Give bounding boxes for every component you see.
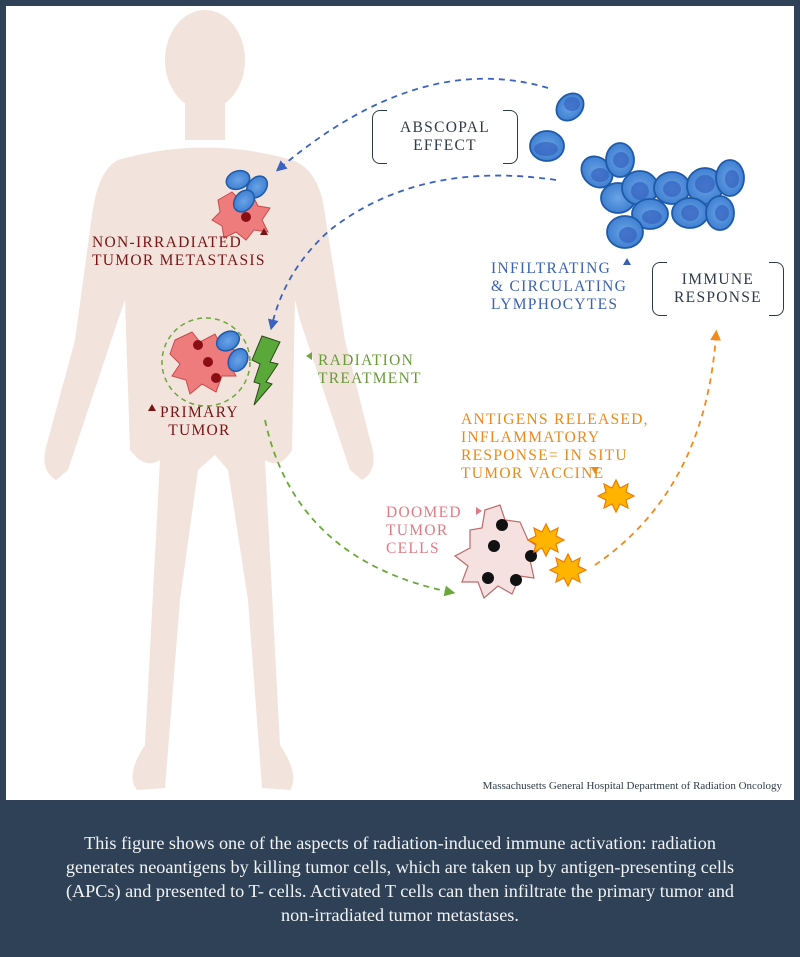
antigen-star-icons-part	[526, 522, 566, 558]
lymphocyte-nuclei-part	[715, 205, 729, 221]
caption-panel: This figure shows one of the aspects of …	[0, 800, 800, 957]
lymphocyte-nuclei-part	[642, 210, 662, 224]
label-pointer-icons-part	[148, 404, 156, 411]
doomed-tumor-cells-part	[496, 519, 508, 531]
lymphocytes-label: INFILTRATING & CIRCULATING LYMPHOCYTES	[491, 260, 628, 313]
primary-tumor-cluster-part	[193, 340, 203, 350]
label-pointer-icons-part	[306, 352, 312, 360]
credit-line: Massachusetts General Hospital Departmen…	[482, 780, 782, 792]
lymphocyte-nuclei-part	[564, 97, 580, 111]
radiation-treatment-label: RADIATION TREATMENT	[318, 352, 422, 387]
human-body-silhouette	[44, 10, 374, 790]
primary-tumor-cluster-part	[215, 330, 241, 352]
lymphocyte-nuclei-part	[695, 175, 715, 193]
metastasis-tumor-cluster-part	[232, 189, 256, 213]
label-pointer-icons-part	[260, 228, 268, 235]
doomed-tumor-cells	[453, 504, 541, 600]
abscopal-arrow-to-primary	[267, 174, 557, 331]
caption-text: This figure shows one of the aspects of …	[65, 832, 735, 925]
antigens-released-label: ANTIGENS RELEASED, INFLAMMATORY RESPONSE…	[461, 411, 649, 482]
lymphocyte-nuclei-part	[619, 227, 637, 243]
abscopal-effect-label: ABSCOPAL EFFECT	[400, 119, 490, 154]
radiation-effect-arrow	[264, 419, 456, 597]
lymphocyte-nuclei-part	[663, 181, 681, 197]
lymphocyte-nuclei-part	[725, 170, 739, 188]
metastasis-tumor-cluster	[211, 169, 271, 241]
torso-limbs	[44, 147, 374, 790]
metastasis-tumor-cluster-part	[225, 169, 251, 191]
diagram-canvas	[44, 10, 745, 790]
primary-tumor-cluster-part	[211, 373, 221, 383]
immune-response-box: IMMUNE RESPONSE	[652, 260, 784, 318]
primary-tumor-cluster-part	[161, 317, 251, 407]
lymphocyte-nuclei-part	[534, 142, 558, 156]
antigen-to-immune-arrow	[594, 329, 722, 566]
primary-tumor-cluster	[161, 317, 251, 407]
abscopal-arrow-to-metastasis	[275, 77, 549, 172]
diagram-figure: ABSCOPAL EFFECT IMMUNE RESPONSE NON-IRRA…	[6, 6, 794, 800]
antigen-star-icons-part	[596, 478, 636, 514]
immune-response-label: IMMUNE RESPONSE	[674, 271, 762, 306]
lymphocyte-cluster	[529, 92, 745, 249]
lymphocyte-nuclei-part	[631, 182, 649, 200]
neck	[185, 100, 225, 140]
lightning-bolt-icon	[251, 335, 281, 406]
label-pointer-icons-part	[476, 507, 482, 515]
doomed-tumor-cells-label: DOOMED TUMOR CELLS	[386, 504, 462, 557]
antigen-star-icons	[526, 478, 636, 588]
head	[165, 10, 245, 110]
non-irradiated-metastasis-label: NON-IRRADIATED TUMOR METASTASIS	[92, 234, 266, 269]
lymphocyte-nuclei-part	[681, 205, 699, 221]
doomed-tumor-cells-part	[488, 540, 500, 552]
doomed-tumor-cells-part	[482, 572, 494, 584]
label-pointer-icons-part	[591, 467, 599, 474]
metastasis-tumor-cluster-part	[241, 212, 251, 222]
primary-tumor-cluster-part	[227, 347, 249, 373]
abscopal-effect-box: ABSCOPAL EFFECT	[372, 108, 518, 166]
label-pointer-icons	[148, 228, 631, 515]
doomed-tumor-cells-part	[525, 550, 537, 562]
lymphocyte-nuclei-part	[613, 152, 629, 168]
primary-tumor-cluster-part	[203, 357, 213, 367]
antigen-star-icons-part	[548, 552, 588, 588]
doomed-tumor-cells-part	[510, 574, 522, 586]
label-pointer-icons-part	[623, 258, 631, 265]
lymphocyte-nuclei	[534, 97, 739, 243]
lymphocyte-nuclei-part	[591, 168, 609, 182]
primary-tumor-label: PRIMARY TUMOR	[160, 404, 239, 439]
